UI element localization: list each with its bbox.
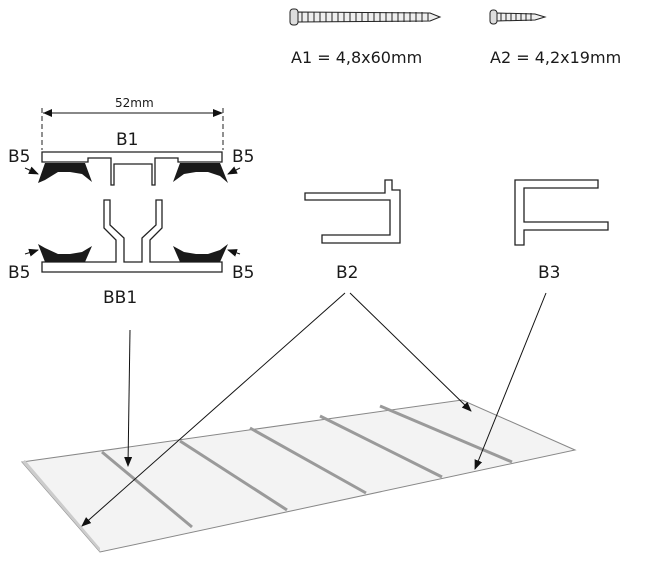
profile-bb1-label: BB1 bbox=[103, 288, 137, 308]
screw-a1-label: A1 = 4,8x60mm bbox=[291, 48, 422, 67]
profile-b2-shape bbox=[304, 179, 401, 244]
screw-a2-label: A2 = 4,2x19mm bbox=[490, 48, 621, 67]
profile-b1-label: B1 bbox=[116, 130, 138, 150]
profile-b2-label: B2 bbox=[336, 263, 358, 283]
screw-a1-icon bbox=[289, 8, 442, 26]
b5-label-top-right: B5 bbox=[232, 147, 254, 167]
b5-label-top-left: B5 bbox=[8, 147, 30, 167]
b5-label-bottom-left: B5 bbox=[8, 263, 30, 283]
profile-b3-label: B3 bbox=[538, 263, 560, 283]
bb1-pointer-arrow bbox=[124, 329, 133, 467]
b2-pointer-arrow-left bbox=[81, 292, 346, 527]
b2-pointer-arrow-right bbox=[349, 292, 472, 412]
profile-b3-shape bbox=[514, 179, 609, 246]
polycarbonate-panel bbox=[21, 399, 577, 553]
profile-b1-shape bbox=[38, 151, 228, 186]
dimension-label: 52mm bbox=[115, 96, 154, 110]
profile-bb1-shape bbox=[38, 199, 228, 273]
b3-pointer-arrow bbox=[474, 292, 547, 470]
b5-label-bottom-right: B5 bbox=[232, 263, 254, 283]
screw-a2-icon bbox=[489, 9, 547, 25]
